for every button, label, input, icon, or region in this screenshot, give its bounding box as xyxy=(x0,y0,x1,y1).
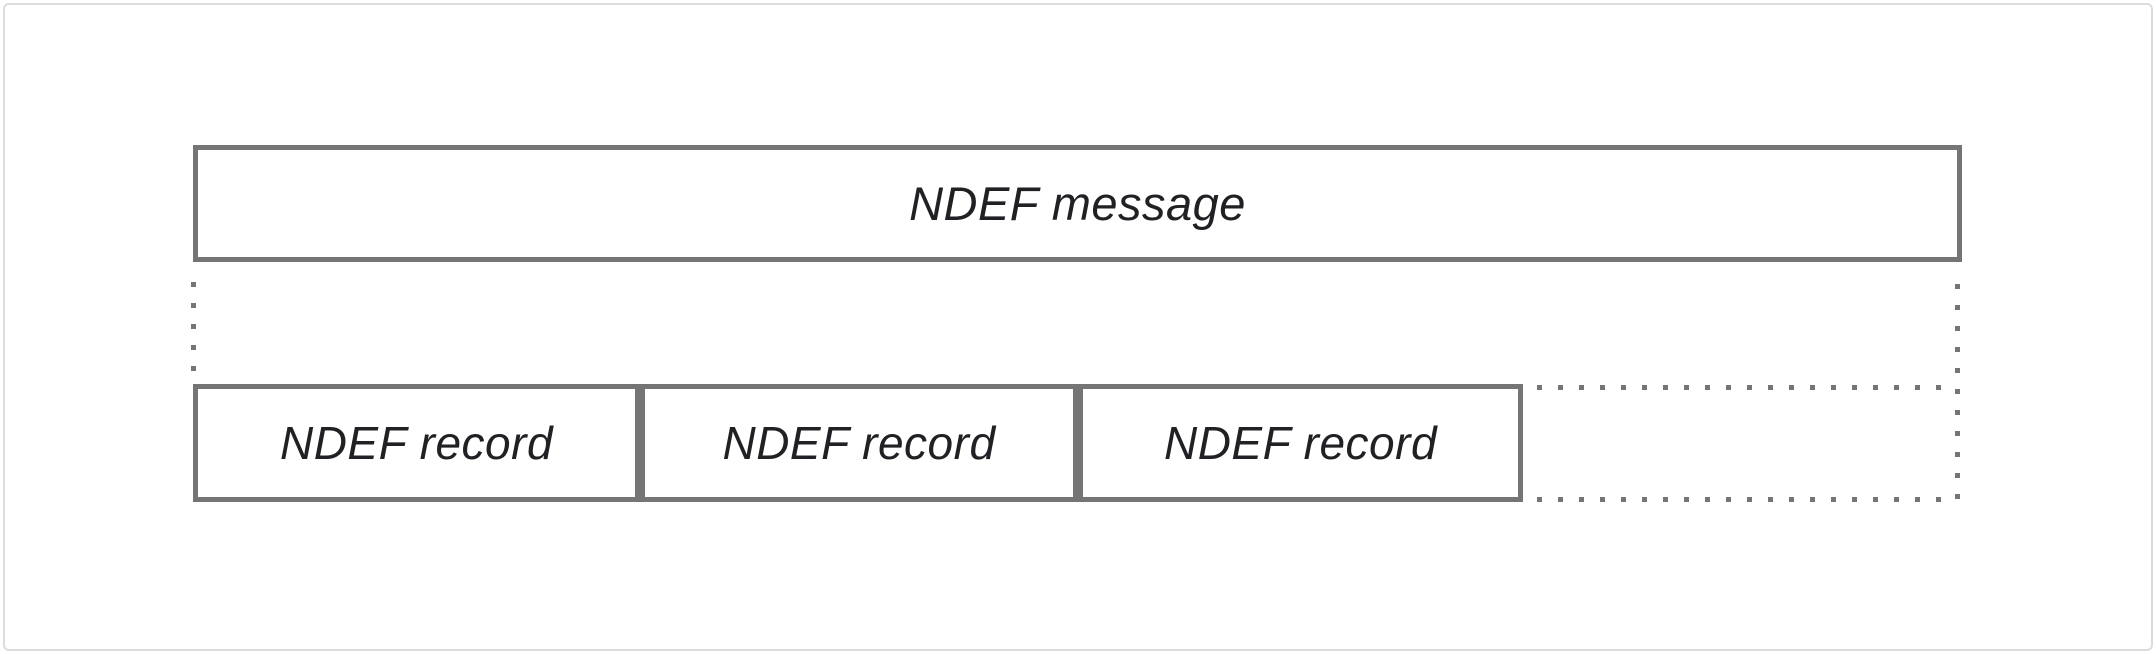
ndef-message-label: NDEF message xyxy=(909,177,1246,230)
diagram-card xyxy=(3,3,2153,651)
ndef-record-label: NDEF record xyxy=(279,417,554,469)
ndef-record-label: NDEF record xyxy=(722,417,996,469)
ndef-record-label: NDEF record xyxy=(1163,417,1438,469)
ndef-message-box: NDEF message xyxy=(193,145,1962,262)
ndef-record-box: NDEF record xyxy=(193,384,640,502)
ndef-records-row: NDEF record NDEF record NDEF record xyxy=(193,384,1523,502)
dotted-connector-right xyxy=(1955,284,1960,504)
ndef-record-box: NDEF record xyxy=(640,384,1078,502)
dotted-connector-left xyxy=(191,282,196,379)
ndef-record-box: NDEF record xyxy=(1078,384,1523,502)
dotted-extension-top xyxy=(1537,385,1957,390)
dotted-extension-bottom xyxy=(1537,497,1957,502)
